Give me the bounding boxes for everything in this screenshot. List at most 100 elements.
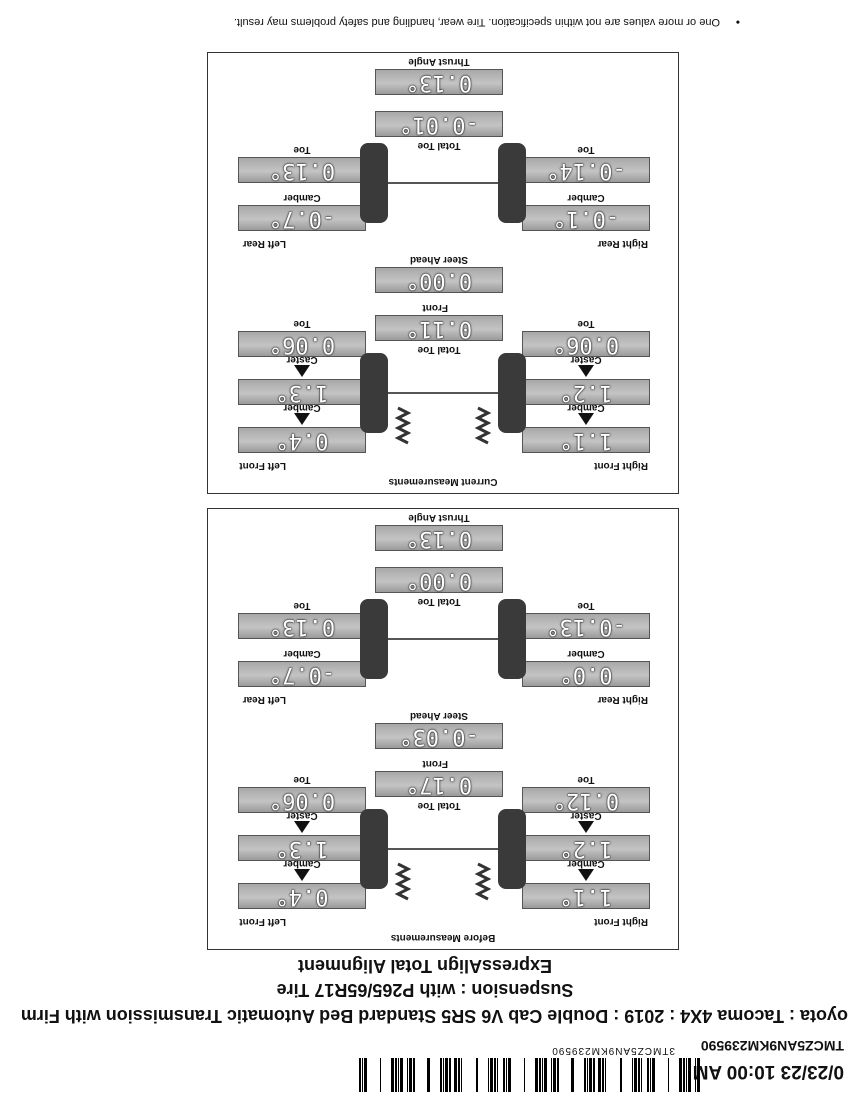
up-arrow-icon (578, 365, 594, 377)
barcode-bar (584, 1058, 586, 1092)
lf-caster-value: 1.3° (275, 380, 329, 405)
lr-toe-value: 0.13° (268, 158, 336, 183)
barcode-bar (449, 1058, 451, 1092)
lr-camber: -0.7° Camber (238, 648, 366, 687)
current-measurements-panel: Current Measurements Right Front Left Fr… (207, 52, 679, 494)
barcode-bar (364, 1058, 367, 1092)
barcode-bar (551, 1058, 552, 1092)
barcode-bar (571, 1058, 574, 1092)
barcode-bar (544, 1058, 547, 1092)
rear-total-toe: Total Toe -0.01° (375, 111, 503, 151)
rr-camber-value: -0.1° (552, 206, 620, 231)
up-arrow-icon (578, 869, 594, 881)
front-total-toe-label: Total Toe (417, 800, 461, 811)
barcode-bar (686, 1058, 687, 1092)
lr-camber-value: -0.7° (268, 206, 336, 231)
lf-camber: 0.4° Camber (238, 402, 366, 453)
barcode-bar (362, 1058, 363, 1092)
lf-toe: 0.06° Toe (238, 318, 366, 357)
steer-ahead: 0.00° Steer Ahead (375, 254, 503, 293)
barcode-bar (634, 1058, 637, 1092)
barcode-bar (359, 1058, 361, 1092)
barcode-bar (398, 1058, 399, 1092)
barcode-bar (497, 1058, 498, 1092)
rear-total-toe-label: Total Toe (417, 596, 461, 607)
vehicle-description: oyota : Tacoma 4X4 : 2019 : Double Cab V… (20, 1006, 848, 1026)
rr-toe-value: -0.13° (546, 614, 626, 639)
front-total-toe-value: 0.17° (405, 772, 473, 797)
barcode-bar (647, 1058, 649, 1092)
barcode-bar (535, 1058, 538, 1092)
lf-camber-value: 0.4° (275, 428, 329, 453)
thrust-angle-label: Thrust Angle (408, 56, 470, 67)
barcode-bar (454, 1058, 457, 1092)
barcode-bar (380, 1058, 381, 1092)
lr-toe-value: 0.13° (268, 614, 336, 639)
barcode-bar (461, 1058, 462, 1092)
right-rear-label: Right Rear (597, 238, 648, 249)
right-front-label: Right Front (594, 460, 648, 471)
front-label: Front (422, 758, 448, 769)
barcode-bar (641, 1058, 642, 1092)
rf-toe-label: Toe (577, 774, 595, 785)
rear-suspension-diagram (360, 143, 526, 223)
rf-toe-value: 0.12° (552, 788, 620, 813)
barcode-bar (668, 1058, 669, 1092)
rf-caster-value: 1.2° (559, 836, 613, 861)
rear-total-toe: Total Toe 0.00° (375, 567, 503, 607)
rear-suspension-diagram (360, 599, 526, 679)
up-arrow-icon (294, 821, 310, 833)
suspension-description: Suspension : with P265/65R17 Tire (276, 980, 574, 1000)
thrust-angle-value: 0.13° (405, 526, 473, 551)
thrust-angle: 0.13° Thrust Angle (375, 512, 503, 551)
lr-camber-value: -0.7° (268, 662, 336, 687)
front-total-toe-label: Total Toe (417, 344, 461, 355)
barcode-bar (494, 1058, 496, 1092)
lf-toe-label: Toe (293, 318, 311, 329)
up-arrow-icon (578, 821, 594, 833)
barcode-bar (488, 1058, 489, 1092)
barcode-bar (440, 1058, 442, 1092)
up-arrow-icon (294, 413, 310, 425)
barcode-bar (400, 1058, 403, 1092)
rr-camber-label: Camber (567, 648, 605, 659)
lf-camber: 0.4° Camber (238, 858, 366, 909)
barcode-bar (553, 1058, 556, 1092)
barcode-bar (593, 1058, 595, 1092)
rr-toe: -0.14° Toe (522, 144, 650, 183)
barcode-bar (506, 1058, 507, 1092)
rr-toe-label: Toe (577, 144, 595, 155)
barcode-bar (407, 1058, 408, 1092)
rear-total-toe-value: 0.00° (405, 568, 473, 593)
barcode-bar (697, 1058, 700, 1092)
barcode-bar (391, 1058, 394, 1092)
lf-camber-value: 0.4° (275, 884, 329, 909)
up-arrow-icon (578, 413, 594, 425)
rr-toe-label: Toe (577, 600, 595, 611)
steer-ahead-value: -0.03° (399, 724, 479, 749)
thrust-angle: 0.13° Thrust Angle (375, 56, 503, 95)
rear-total-toe-label: Total Toe (417, 140, 461, 151)
barcode-bar (632, 1058, 633, 1092)
thrust-angle-label: Thrust Angle (408, 512, 470, 523)
thrust-angle-value: 0.13° (405, 70, 473, 95)
rf-toe-value: 0.06° (552, 332, 620, 357)
rr-camber-label: Camber (567, 192, 605, 203)
rear-total-toe-value: -0.01° (399, 112, 479, 137)
barcode-bar (395, 1058, 397, 1092)
front-total-toe-value: 0.11° (405, 316, 473, 341)
lf-caster: 1.3° Caster (238, 354, 366, 405)
lf-toe: 0.06° Toe (238, 774, 366, 813)
rr-camber-value: 0.0° (559, 662, 613, 687)
left-rear-label: Left Rear (242, 694, 286, 705)
barcode-bar (683, 1058, 685, 1092)
barcode-bar (524, 1058, 525, 1092)
barcode-bar (413, 1058, 415, 1092)
left-rear-label: Left Rear (242, 238, 286, 249)
rf-caster: 1.2° Caster (522, 354, 650, 405)
lr-camber-label: Camber (283, 192, 321, 203)
up-arrow-icon (294, 869, 310, 881)
lf-toe-label: Toe (293, 774, 311, 785)
barcode-bar (542, 1058, 543, 1092)
front-total-toe: Total Toe 0.11° (375, 315, 503, 355)
